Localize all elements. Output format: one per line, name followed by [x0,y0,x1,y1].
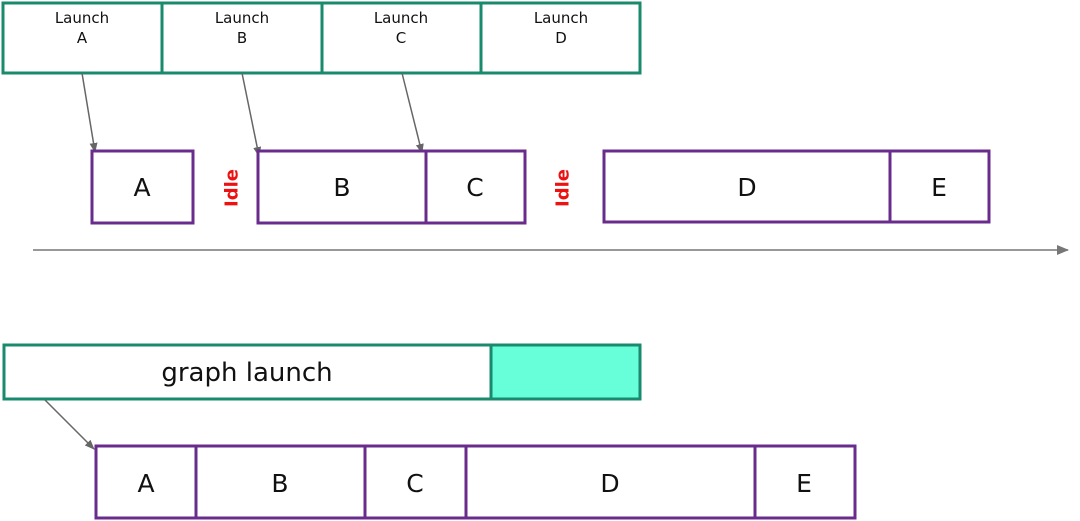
launch-a-label-line1: Launch [55,9,109,27]
launch-c-arrow [401,72,424,154]
idle-gap-2-label: Idle [553,169,574,207]
graph-kernel-a-label: A [137,469,154,498]
stream-kernel-c: C [424,149,527,225]
stream-kernel-e: E [888,149,991,224]
graph-kernel-d: D [464,444,757,520]
graph-launch-label: graph launch [161,358,332,388]
stream-kernel-b: B [256,149,428,225]
graph-launch-filled-segment [489,343,642,401]
launch-d-label-line2: D [555,29,567,47]
launch-c-label-line1: Launch [374,9,428,27]
graph-kernel-b-label: B [271,469,288,498]
launch-box-d: Launch D [479,1,642,75]
graph-launch-arrow [44,399,95,450]
launch-b-label-line2: B [237,29,247,47]
stream-kernel-a-label: A [133,173,150,202]
launch-b-label-line1: Launch [215,9,269,27]
graph-launch-box: graph launch [2,343,493,401]
launch-b-arrow [241,72,262,157]
stream-kernel-d: D [602,149,892,224]
graph-kernel-d-label: D [600,469,619,498]
launch-a-label-line2: A [77,29,88,47]
launch-d-label-line1: Launch [534,9,588,27]
graph-kernel-b: B [194,444,367,520]
stream-kernel-row: A Idle B C Idle D E [90,149,991,225]
graph-kernel-a: A [94,444,198,520]
launch-box-b: Launch B [160,1,324,75]
graph-kernel-e-label: E [796,469,812,498]
stream-kernel-b-label: B [333,173,350,202]
graph-kernel-row: A B C D E [94,444,857,520]
stream-kernel-d-label: D [737,173,756,202]
launch-c-label-line2: C [396,29,406,47]
launch-box-c: Launch C [320,1,483,75]
launch-a-arrow [81,72,98,153]
launch-row: Launch A Launch B Launch C Launch D [1,1,642,75]
stream-kernel-e-label: E [931,173,947,202]
graph-launch-row: graph launch [2,343,642,401]
idle-gap-1-label: Idle [222,169,243,207]
graph-kernel-e: E [753,444,857,520]
graph-kernel-c-label: C [406,469,423,498]
graph-kernel-c: C [363,444,468,520]
launch-box-a: Launch A [1,1,164,75]
stream-kernel-c-label: C [466,173,483,202]
stream-kernel-a: A [90,149,195,225]
